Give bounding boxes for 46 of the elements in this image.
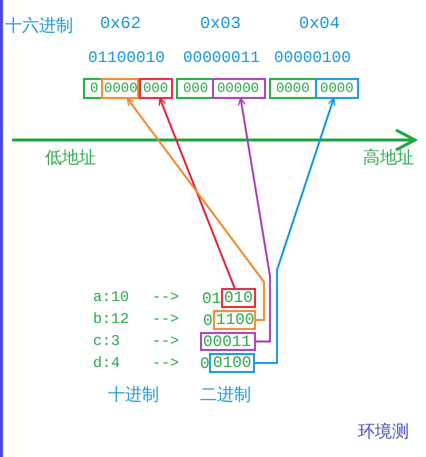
scale-heading: 十进制 xyxy=(108,387,159,404)
byte-box xyxy=(176,78,266,99)
bit-field-box xyxy=(200,332,256,351)
bit-digits: 000 xyxy=(183,80,208,96)
arrow-text: --> xyxy=(152,290,180,305)
hex-value: 0x62 xyxy=(100,16,141,33)
bit-digits: 0100 xyxy=(213,354,252,372)
variable-value: d:4 xyxy=(93,356,120,371)
bit-digits: 00011 xyxy=(203,332,252,350)
bit-digits: 00000 xyxy=(217,80,260,96)
bit-field-box xyxy=(315,78,359,99)
bit-field-box xyxy=(212,78,266,99)
variable-value: c:3 xyxy=(93,334,120,349)
scale-heading: 二进制 xyxy=(200,387,251,404)
arrow xyxy=(255,98,336,364)
arrow xyxy=(158,98,236,288)
byte-box xyxy=(269,78,359,99)
caption-text: 环境测 xyxy=(358,424,409,441)
bit-digits: 1100 xyxy=(216,311,254,329)
binary-digits: 0 xyxy=(200,356,210,372)
arrow xyxy=(126,98,265,321)
binary-value: 00000011 xyxy=(183,50,260,66)
bit-field-box xyxy=(209,353,255,373)
binary-value: 00000100 xyxy=(274,50,351,66)
bit-digits: 0000 xyxy=(276,80,310,96)
arrow xyxy=(238,98,271,342)
hex-value: 0x03 xyxy=(200,16,241,33)
binary-value: 01100010 xyxy=(88,50,165,66)
scale-heading: 十六进制 xyxy=(5,18,73,35)
bit-digits: 000 xyxy=(143,80,168,96)
bit-digits: 0000 xyxy=(104,80,138,96)
arrow-text: --> xyxy=(152,334,180,349)
variable-value: a:10 xyxy=(93,290,130,305)
bit-field-box xyxy=(139,78,173,99)
hex-value: 0x04 xyxy=(299,16,340,33)
bit-digits: 010 xyxy=(224,289,253,307)
byte-box xyxy=(83,78,173,99)
binary-digits: 01 xyxy=(202,291,222,307)
arrow-text: --> xyxy=(152,356,180,371)
variable-value: b:12 xyxy=(93,312,130,327)
binary-digits: 0 xyxy=(203,313,213,329)
arrow-text: --> xyxy=(152,312,180,327)
address-label: 高地址 xyxy=(363,150,414,167)
address-label: 低地址 xyxy=(45,150,96,167)
bit-digits: 0000 xyxy=(320,80,354,96)
bit-digits: 0 xyxy=(90,80,98,96)
